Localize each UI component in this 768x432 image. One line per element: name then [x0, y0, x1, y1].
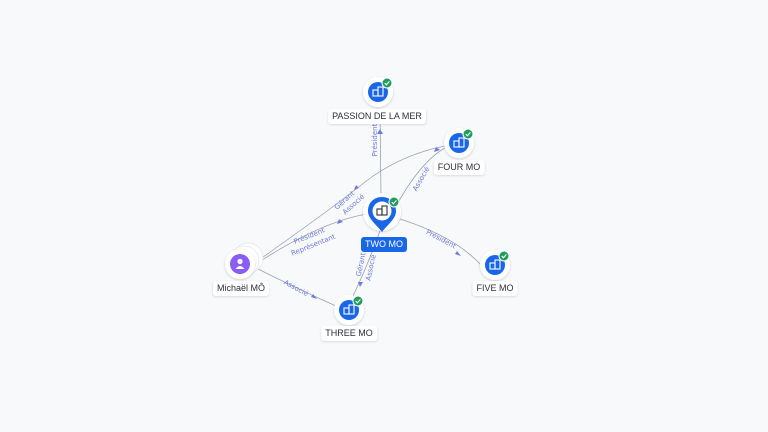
building-icon: [343, 304, 355, 315]
building-icon: [489, 259, 501, 270]
arrow-left-lower: [337, 219, 343, 224]
building-icon: [372, 86, 384, 97]
check-icon: [381, 77, 393, 89]
arrow-five: [455, 251, 461, 256]
node-four-mo[interactable]: [444, 128, 474, 158]
edge-label-president-five: Président: [425, 228, 458, 251]
edge-label-associe-four: Associé: [411, 166, 431, 193]
arrow-four: [434, 147, 440, 152]
node-two-mo[interactable]: [363, 193, 401, 232]
check-icon: [352, 295, 364, 307]
edge-two-passion: [379, 111, 382, 196]
edge-label-associe-michael-three: Associé: [282, 278, 309, 297]
node-label-passion[interactable]: PASSION DE LA MER: [328, 109, 426, 124]
building-icon: [376, 205, 388, 216]
node-label-four-mo[interactable]: FOUR MO: [433, 160, 485, 175]
edge-michael-three: [255, 267, 337, 307]
check-icon: [498, 250, 510, 262]
arrow-passion: [377, 129, 383, 134]
arrow-michael-three: [311, 294, 317, 299]
node-three-mo[interactable]: [334, 295, 364, 325]
edge-two-four: [394, 147, 446, 209]
node-passion[interactable]: [363, 77, 393, 107]
node-five-mo[interactable]: [480, 250, 510, 280]
edge-michael-two: [255, 213, 368, 265]
node-label-three-mo[interactable]: THREE MO: [321, 326, 377, 341]
edge-michael-four: [255, 145, 446, 263]
edge-two-three: [351, 227, 382, 299]
arrow-three: [358, 282, 363, 287]
edge-arrows: [311, 129, 461, 299]
node-label-michael[interactable]: Michaël MÔ: [212, 281, 270, 296]
edges: [255, 111, 483, 307]
building-icon: [453, 137, 465, 148]
edge-label-president-top: Président: [371, 123, 379, 156]
node-michael[interactable]: [225, 242, 264, 279]
check-icon: [462, 128, 474, 140]
node-label-two-mo[interactable]: TWO MO: [361, 237, 407, 252]
person-icon: [235, 258, 245, 269]
check-icon: [388, 196, 400, 208]
node-label-five-mo[interactable]: FIVE MO: [472, 281, 518, 296]
edge-two-five: [396, 217, 483, 267]
arrow-left-upper: [354, 185, 359, 190]
